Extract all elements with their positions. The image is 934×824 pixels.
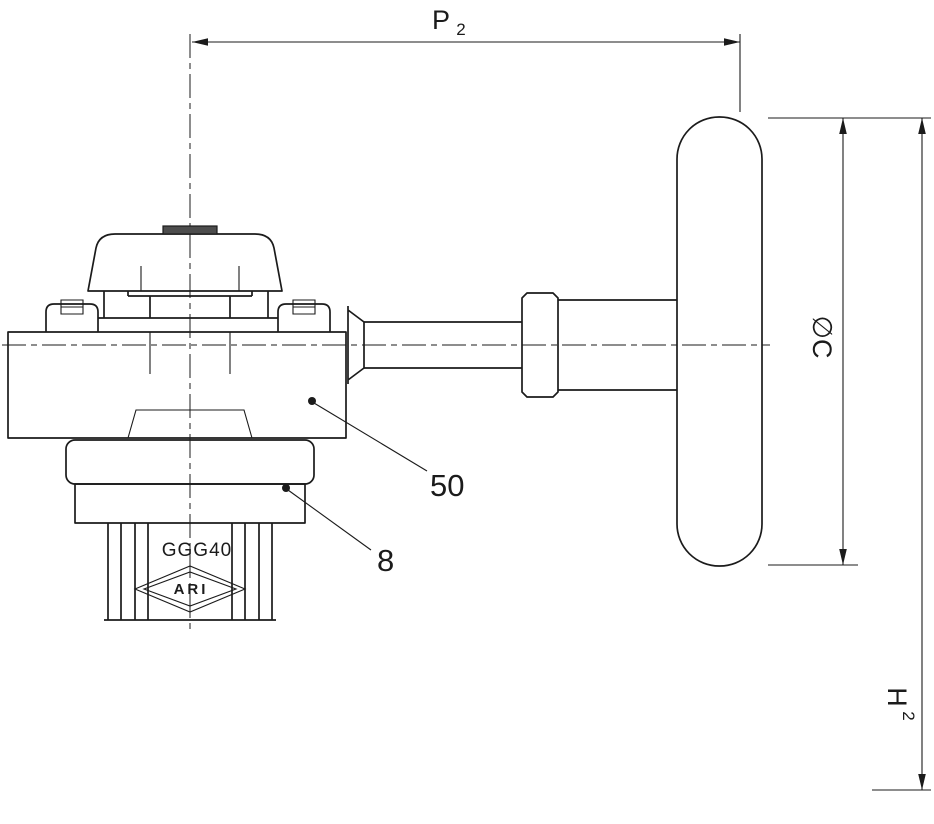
logo-outer-diamond [133, 565, 247, 613]
callout-8-label: 8 [377, 543, 394, 578]
body-outline [7, 331, 347, 439]
gland-flange [347, 306, 365, 384]
cap-top-boss [162, 225, 218, 235]
cap-inner-lines [140, 266, 240, 291]
leader-line [287, 489, 372, 551]
arrow-left-icon [192, 38, 208, 46]
arrow-up-icon [918, 118, 926, 134]
valve-yoke [45, 291, 331, 332]
stem-shaft [364, 321, 522, 369]
material-marking: GGG40 [162, 540, 232, 561]
wheel-hub-cylinder [558, 299, 677, 391]
cap-outline [87, 233, 283, 292]
arrow-up-icon [839, 118, 847, 134]
logo-text: ARI [174, 581, 209, 598]
handwheel [676, 116, 763, 567]
arrow-down-icon [918, 774, 926, 790]
valve-spindle [347, 292, 677, 398]
h2-subscript: 2 [899, 711, 918, 720]
dimension-diameter-c: ∅C [768, 117, 931, 566]
valve-body [7, 331, 347, 439]
dimension-h2: H 2 [872, 118, 931, 791]
h2-label: H [882, 687, 912, 707]
yoke-neck-lines [98, 291, 278, 319]
ari-logo: ARI [133, 565, 247, 613]
p2-subscript: 2 [456, 20, 465, 39]
valve-cap [87, 225, 283, 292]
body-inner-lines [127, 332, 253, 439]
arrow-down-icon [839, 549, 847, 565]
stud-lines [107, 523, 273, 620]
diameter-c-label: ∅C [807, 315, 837, 358]
logo-inner-diamond [142, 571, 238, 607]
valve-bonnet-flanges [65, 439, 315, 524]
diameter-c-extension-lines [768, 117, 931, 566]
valve-studs [104, 523, 276, 621]
p2-label: P [432, 5, 450, 35]
dimension-p2: P 2 [192, 5, 741, 112]
mounting-lugs [45, 303, 331, 332]
handwheel-outline [676, 116, 763, 567]
bolt-heads [60, 299, 316, 315]
material-label: GGG40 [162, 540, 232, 561]
callout-50-label: 50 [430, 468, 464, 503]
leader-line [313, 402, 428, 472]
stem-coupling [521, 292, 559, 398]
callout-50: 50 [308, 397, 464, 503]
arrow-right-icon [724, 38, 740, 46]
lower-flange [74, 483, 306, 524]
callout-8: 8 [282, 484, 394, 578]
